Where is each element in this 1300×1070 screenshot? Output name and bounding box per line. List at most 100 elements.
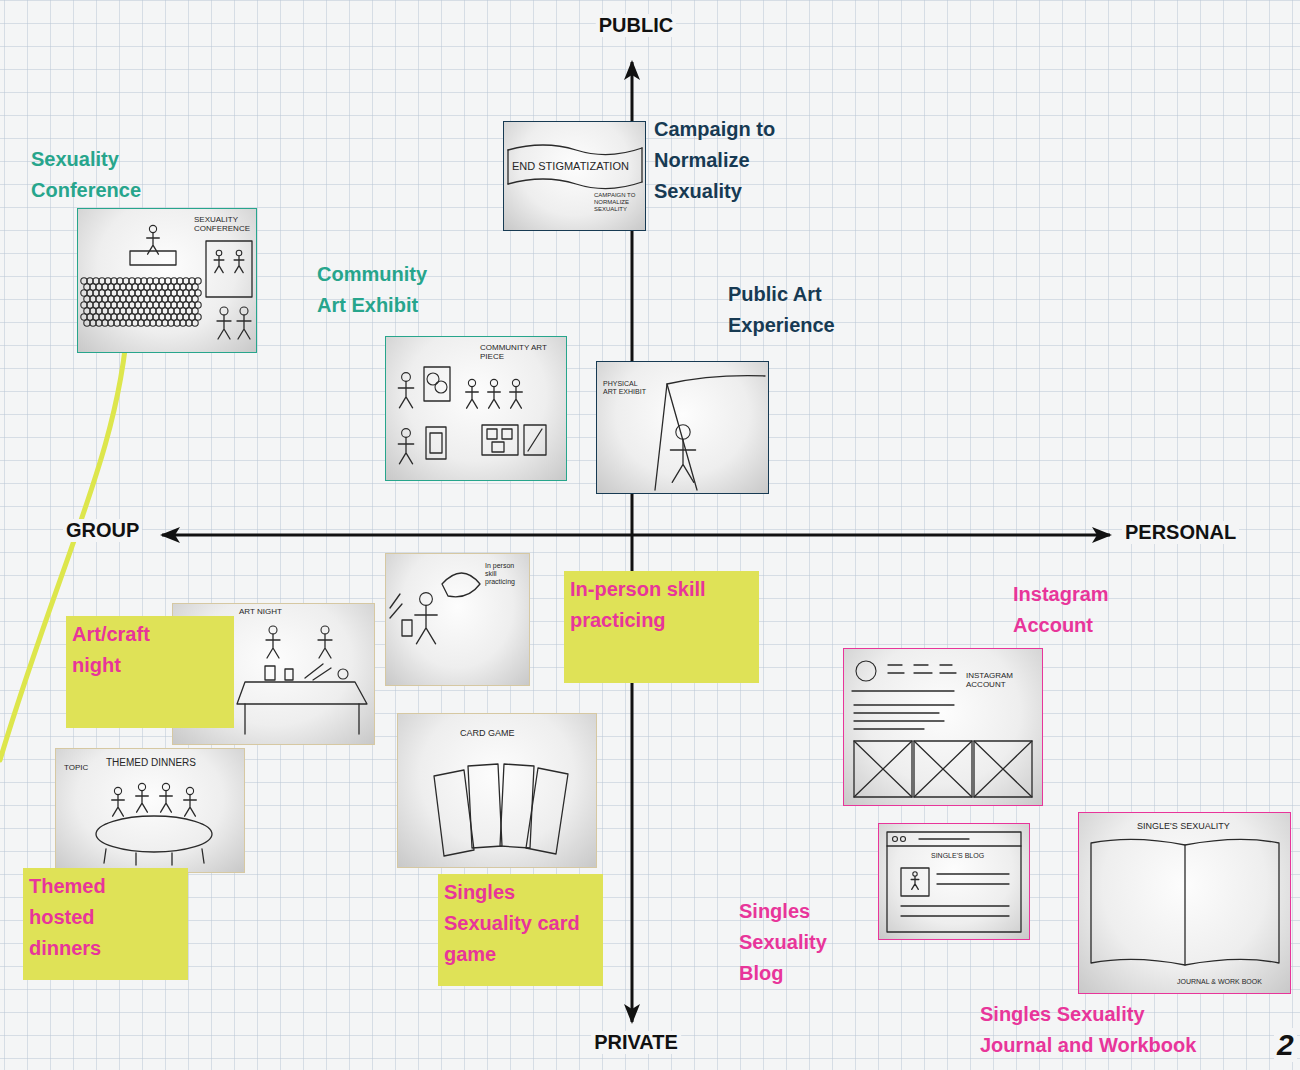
pencil-circle (105, 290, 111, 296)
pencil-circle (856, 661, 876, 681)
pencil-circle (132, 320, 138, 326)
pencil-circle (150, 308, 156, 314)
sticky-note-title: Art/craft night (66, 616, 234, 728)
pencil-circle (102, 320, 108, 326)
pencil-circle (135, 302, 141, 308)
pencil-line (214, 256, 224, 273)
pencil-line (442, 573, 480, 597)
pencil-circle (171, 314, 177, 320)
pencil-circle (144, 296, 150, 302)
pencil-circle (186, 284, 192, 290)
pencil-circle (174, 284, 180, 290)
pencil-circle (138, 296, 144, 302)
pencil-line (430, 433, 442, 453)
pencil-circle (220, 307, 228, 315)
pencil-circle (147, 290, 153, 296)
pencil-line (508, 179, 642, 189)
pencil-circle (147, 302, 153, 308)
pencil-circle (159, 278, 165, 284)
page-number: 2 (1274, 1028, 1297, 1062)
pencil-circle (236, 250, 242, 256)
pencil-line (104, 849, 204, 865)
pencil-line (854, 705, 954, 729)
pencil-circle (111, 314, 117, 320)
pencil-line (237, 315, 251, 339)
pencil-circle (144, 320, 150, 326)
pencil-circle (183, 314, 189, 320)
idea-sketch-card: In-person skill practicingIn person skil… (385, 553, 530, 686)
pencil-circle (165, 314, 171, 320)
idea-title: Community Art Exhibit (317, 259, 452, 321)
pencil-circle (138, 320, 144, 326)
pencil-line (488, 387, 501, 409)
pencil-circle (150, 284, 156, 290)
pencil-circle (183, 278, 189, 284)
idea-title: Singles Sexuality Blog (739, 896, 839, 989)
handwritten-caption: ART NIGHT (239, 607, 309, 616)
pencil-circle (177, 314, 183, 320)
pencil-circle (117, 302, 123, 308)
pencil-circle (192, 320, 198, 326)
pencil-circle (87, 290, 93, 296)
pencil-circle (195, 278, 201, 284)
pencil-circle (135, 278, 141, 284)
pencil-circle (96, 320, 102, 326)
pencil-circle (435, 381, 447, 393)
pencil-circle (93, 278, 99, 284)
idea-title: Sexuality Conference (31, 144, 181, 206)
pencil-line (526, 768, 568, 854)
handwritten-caption: SEXUALITY CONFERENCE (194, 215, 254, 233)
pencil-circle (149, 225, 156, 232)
pencil-circle (183, 302, 189, 308)
pencil-line (415, 605, 437, 643)
pencil-circle (195, 290, 201, 296)
pencil-circle (468, 379, 475, 386)
pencil-circle (159, 290, 165, 296)
pencil-circle (676, 425, 690, 439)
pencil-line (887, 832, 1021, 932)
pencil-line (901, 868, 929, 896)
pencil-circle (195, 302, 201, 308)
pencil-circle (177, 290, 183, 296)
pencil-circle (126, 320, 132, 326)
idea-title: Instagram Account (1013, 579, 1143, 641)
pencil-circle (147, 278, 153, 284)
pencil-circle (81, 314, 87, 320)
pencil-circle (141, 314, 147, 320)
pencil-circle (174, 320, 180, 326)
pencil-circle (129, 290, 135, 296)
pencil-circle (129, 314, 135, 320)
idea-sketch-card: Campaign to Normalize SexualityEND STIGM… (503, 121, 646, 231)
pencil-line (112, 795, 125, 817)
pencil-circle (147, 314, 153, 320)
pencil-circle (81, 290, 87, 296)
pencil-circle (165, 290, 171, 296)
idea-title: Singles Sexuality Journal and Workbook (980, 999, 1210, 1061)
pencil-line (974, 741, 1032, 797)
pencil-circle (490, 379, 497, 386)
pencil-line (466, 387, 479, 409)
pencil-circle (177, 278, 183, 284)
pencil-line (245, 704, 359, 734)
pencil-circle (126, 296, 132, 302)
pencil-circle (90, 320, 96, 326)
pencil-line (426, 427, 446, 459)
idea-sketch-card: Singles Sexuality card gameCARD GAME (397, 713, 597, 868)
pencil-line (434, 770, 474, 856)
pencil-circle (114, 308, 120, 314)
pencil-circle (81, 278, 87, 284)
idea-title: Public Art Experience (728, 279, 868, 341)
pencil-circle (84, 308, 90, 314)
pencil-circle (99, 278, 105, 284)
pencil-circle (90, 284, 96, 290)
pencil-circle (120, 308, 126, 314)
pencil-circle (192, 308, 198, 314)
pencil-circle (153, 278, 159, 284)
pencil-circle (402, 373, 411, 382)
handwritten-caption: COMMUNITY ART PIECE (480, 343, 564, 361)
pencil-circle (165, 302, 171, 308)
horizontal-axis (162, 534, 1110, 537)
axis-label: PERSONAL (1122, 521, 1239, 544)
pencil-line (507, 150, 508, 184)
pencil-line (670, 439, 695, 482)
